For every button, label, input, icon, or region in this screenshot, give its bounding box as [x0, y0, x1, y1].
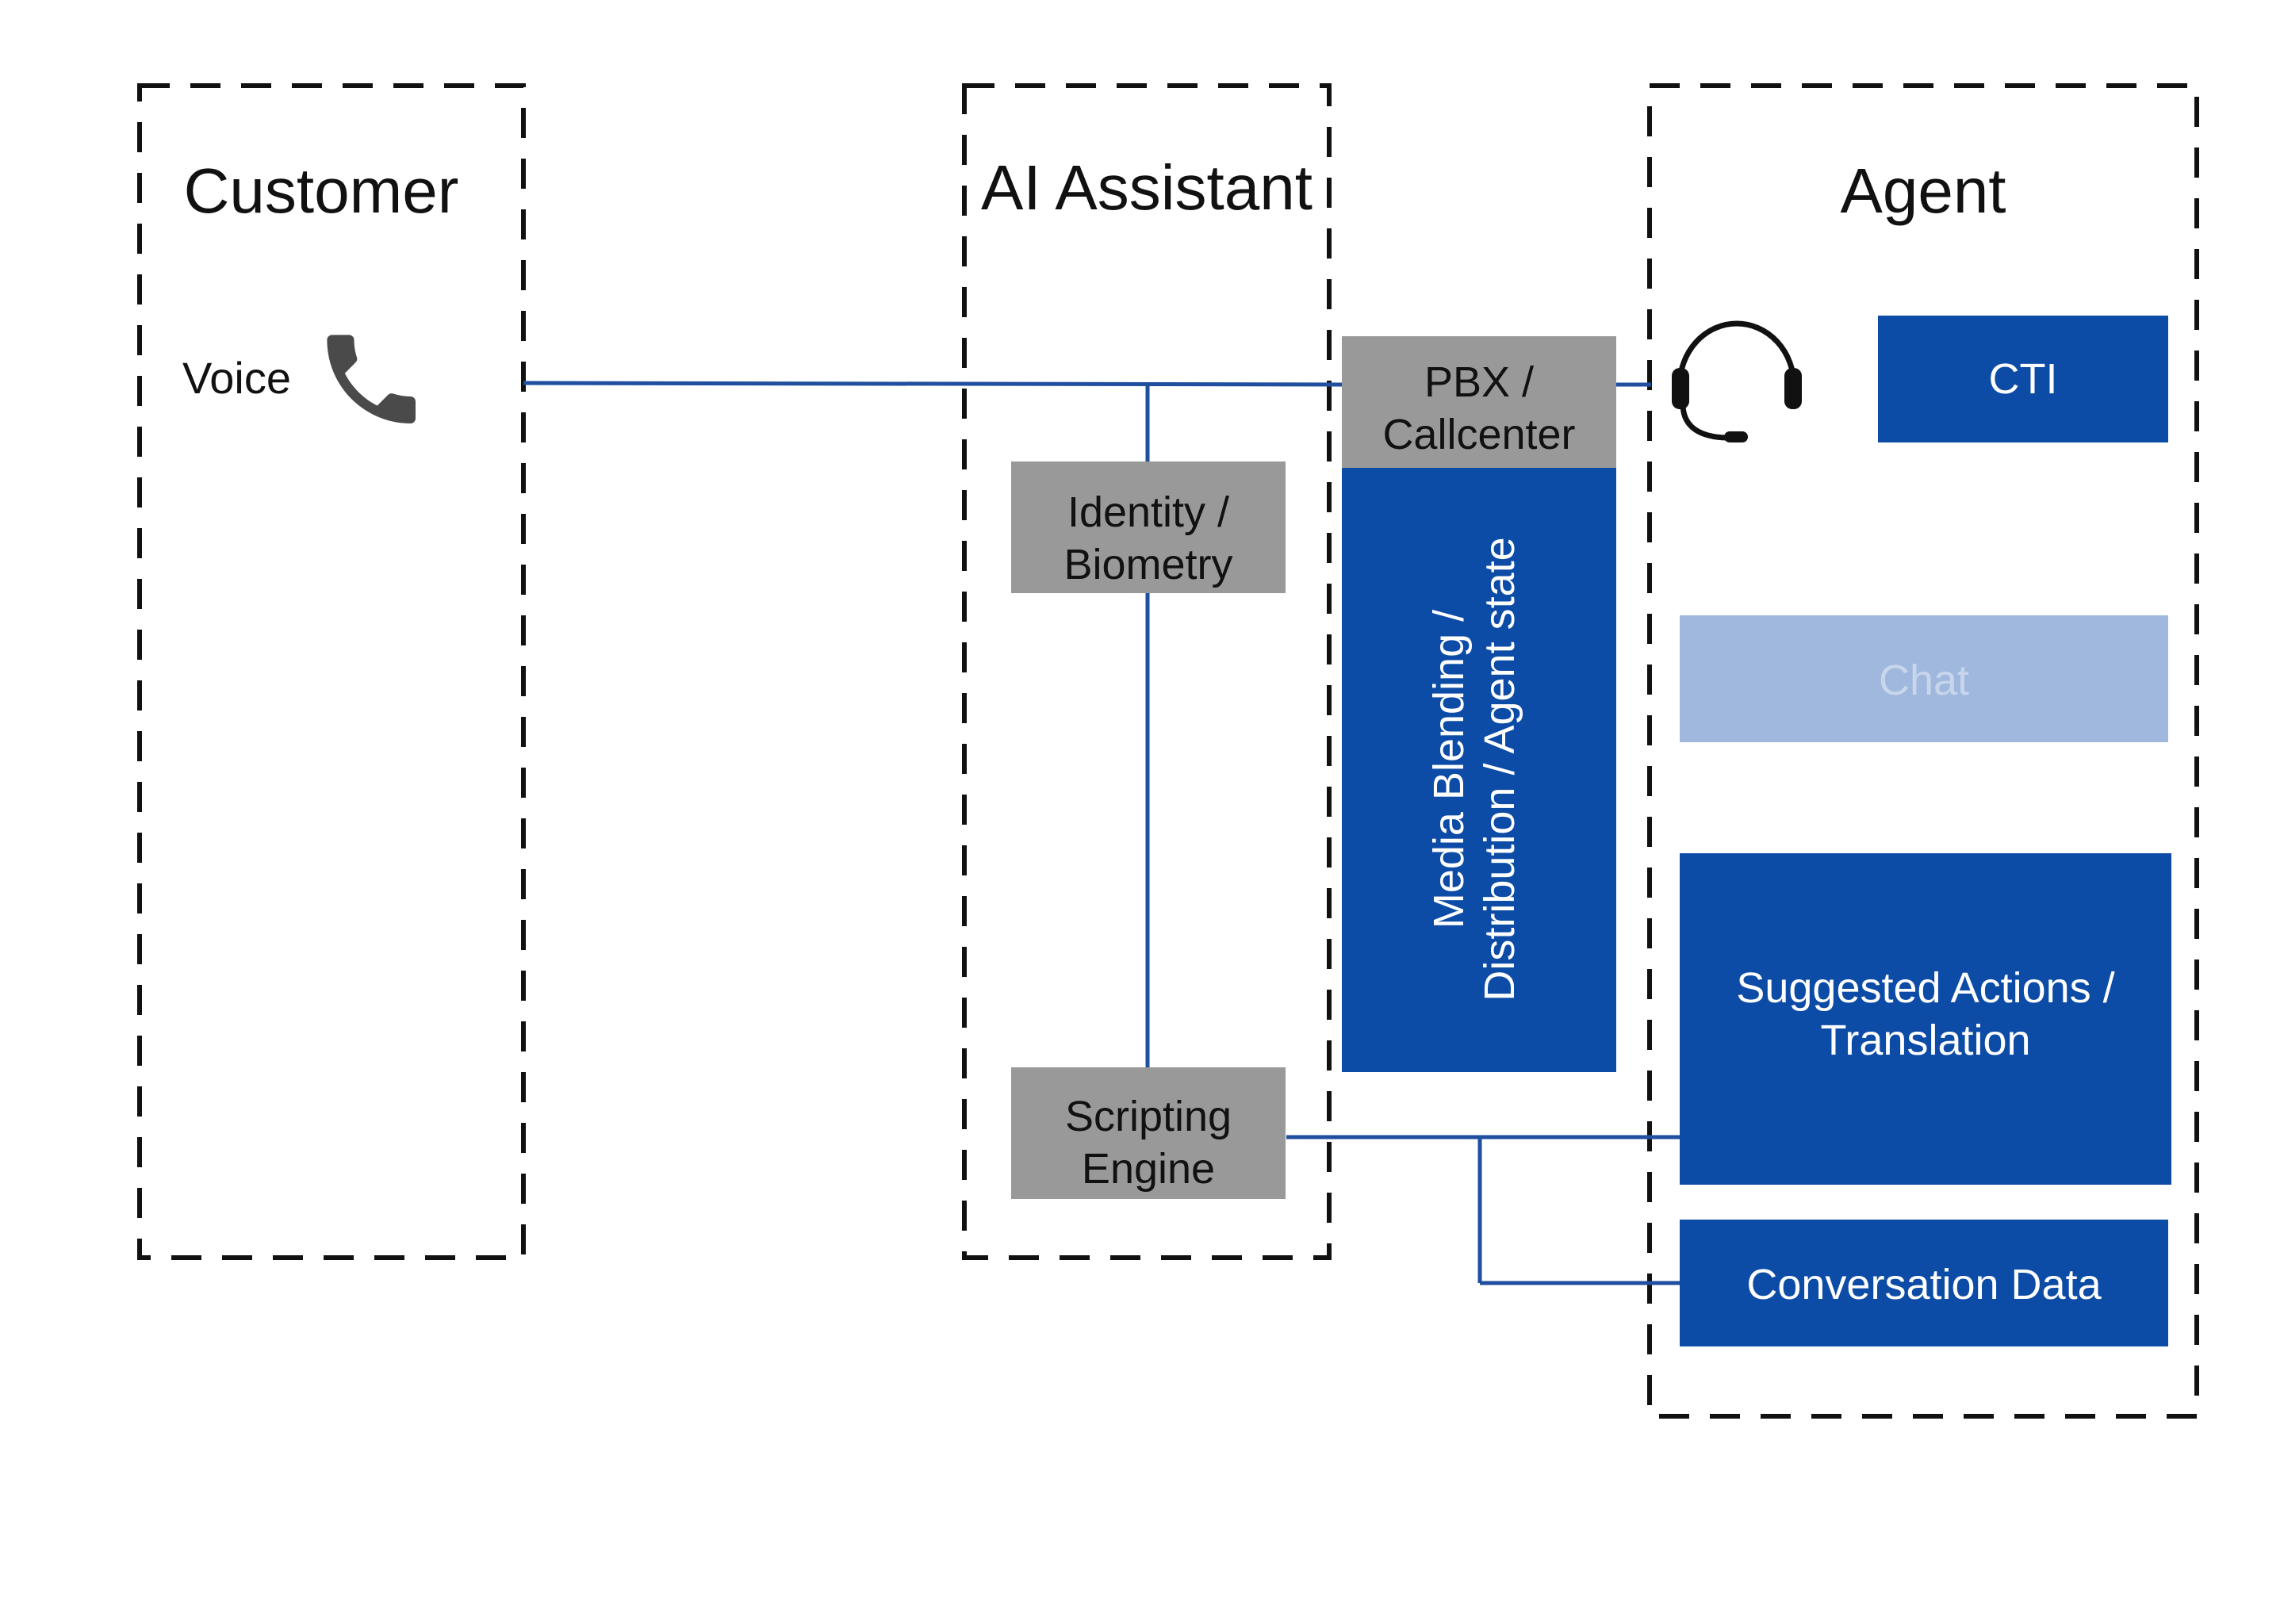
media-blending-box: [1342, 468, 1616, 1072]
agent-lane: [1647, 83, 2199, 1419]
media-blending-label-line2: Distribution / Agent state: [1476, 537, 1523, 1001]
pbx-callcenter-box: [1342, 336, 1616, 468]
scripting-engine-label-line1: Scripting: [1065, 1093, 1232, 1140]
pbx-callcenter-label-line2: Callcenter: [1382, 411, 1575, 458]
customer-lane: [137, 83, 526, 1260]
pbx-callcenter-label-line1: PBX /: [1424, 358, 1534, 406]
conversation-data-label: Conversation Data: [1746, 1261, 2102, 1308]
phone-icon: [327, 335, 416, 423]
ai-assistant-title: AI Assistant: [981, 152, 1313, 223]
cti-label: CTI: [1989, 355, 2058, 403]
headset-icon: [1672, 320, 1802, 442]
scripting-engine-box: [1011, 1067, 1286, 1199]
identity-biometry-label-line1: Identity /: [1067, 488, 1229, 536]
cti-box: [1878, 316, 2168, 442]
identity-biometry-label-line2: Biometry: [1063, 541, 1232, 588]
ai-assistant-lane: [962, 83, 1332, 1260]
connectors: [523, 381, 1680, 1285]
chat-box: [1680, 615, 2168, 742]
voice-label: Voice: [182, 353, 291, 403]
customer-title: Customer: [184, 155, 459, 226]
suggested-actions-label-line2: Translation: [1820, 1017, 2030, 1064]
suggested-actions-label-line1: Suggested Actions /: [1736, 964, 2114, 1012]
identity-biometry-box: [1011, 462, 1286, 593]
agent-title: Agent: [1840, 155, 2006, 226]
media-blending-label-line1: Media Blending /: [1425, 610, 1473, 929]
chat-label: Chat: [1879, 657, 1969, 704]
suggested-actions-box: [1680, 853, 2171, 1185]
voice-to-pbx-line: [523, 381, 1343, 387]
conversation-data-box: [1680, 1220, 2168, 1346]
scripting-engine-label-line2: Engine: [1082, 1145, 1215, 1193]
